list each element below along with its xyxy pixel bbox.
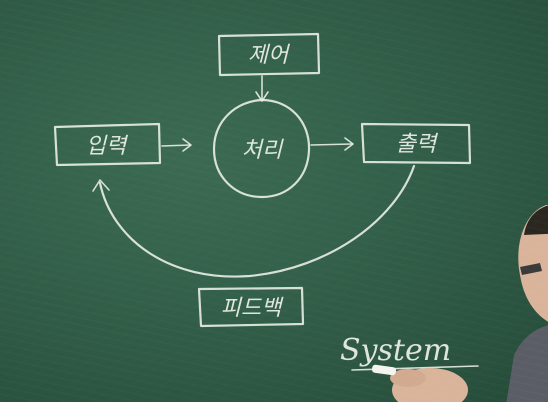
- system-word-label: System: [340, 333, 451, 368]
- process-circle: [212, 98, 311, 199]
- output-box: [360, 122, 472, 165]
- control-to-process-arrow: [255, 75, 269, 102]
- output-label: 출력: [396, 132, 439, 157]
- teacher-hand: [371, 364, 468, 402]
- input-node: 입력: [53, 122, 162, 167]
- feedback-label: 피드백: [221, 296, 284, 321]
- input-to-process-arrow: [161, 138, 192, 152]
- input-box: [53, 122, 162, 167]
- feedback-box: [197, 286, 305, 328]
- system-word: System: [340, 333, 479, 371]
- output-node: 출력: [360, 122, 472, 165]
- feedback-node: 피드백: [197, 286, 305, 328]
- control-label: 제어: [248, 43, 291, 68]
- process-label: 처리: [242, 138, 284, 163]
- control-box: [217, 32, 321, 77]
- control-node: 제어: [217, 32, 321, 77]
- process-node: 처리: [212, 98, 311, 199]
- teacher-figure: [506, 205, 548, 402]
- process-to-output-arrow: [310, 137, 354, 151]
- feedback-loop-arrow: [92, 164, 416, 278]
- input-label: 입력: [86, 134, 129, 159]
